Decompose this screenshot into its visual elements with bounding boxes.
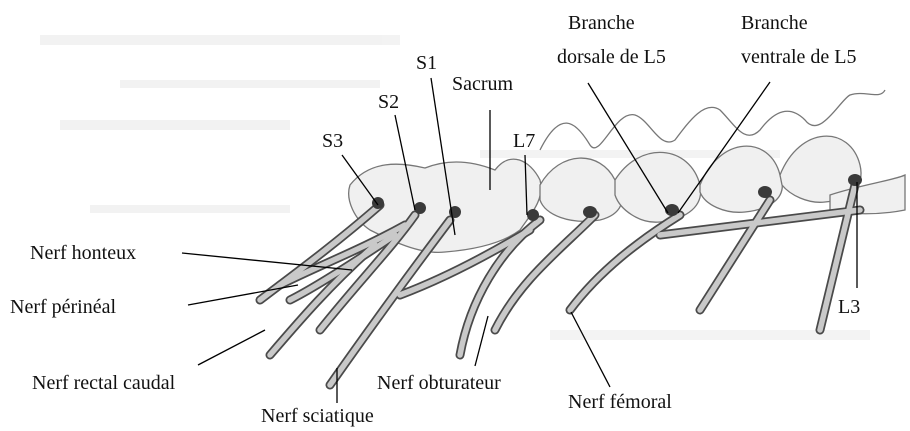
lumbar-vertebra xyxy=(540,158,622,221)
ganglion-l4 xyxy=(758,186,772,198)
leader-nerf-rectal-caudal xyxy=(198,330,265,365)
ganglion-l6 xyxy=(583,206,597,218)
label-branche-ventrale-l5-line1: Branche xyxy=(741,12,808,34)
label-s1: S1 xyxy=(416,52,437,74)
leader-nerf-perineal xyxy=(188,285,298,305)
leader-nerf-obturateur xyxy=(475,316,488,366)
ganglion-l5 xyxy=(665,204,679,216)
vertebral-column xyxy=(349,90,905,252)
ganglion-s2 xyxy=(414,202,426,214)
label-branche-dorsale-l5-line1: Branche xyxy=(568,12,635,34)
label-nerf-sciatique: Nerf sciatique xyxy=(261,405,374,427)
label-nerf-perineal: Nerf périnéal xyxy=(10,296,116,318)
ganglion-l7 xyxy=(527,209,539,221)
label-nerf-rectal-caudal: Nerf rectal caudal xyxy=(32,372,175,394)
label-branche-ventrale-l5-line2: ventrale de L5 xyxy=(741,46,857,68)
label-s3: S3 xyxy=(322,130,343,152)
label-nerf-femoral: Nerf fémoral xyxy=(568,391,672,413)
label-nerf-honteux: Nerf honteux xyxy=(30,242,136,264)
label-nerf-obturateur: Nerf obturateur xyxy=(377,372,501,394)
label-branche-dorsale-l5-line2: dorsale de L5 xyxy=(557,46,666,68)
lumbar-vertebra xyxy=(615,152,701,222)
leader-nerf-femoral xyxy=(571,312,610,387)
label-l7: L7 xyxy=(513,130,535,152)
ganglion-l3 xyxy=(848,174,862,186)
label-sacrum: Sacrum xyxy=(452,73,513,95)
label-s2: S2 xyxy=(378,91,399,113)
label-l3: L3 xyxy=(838,296,860,318)
